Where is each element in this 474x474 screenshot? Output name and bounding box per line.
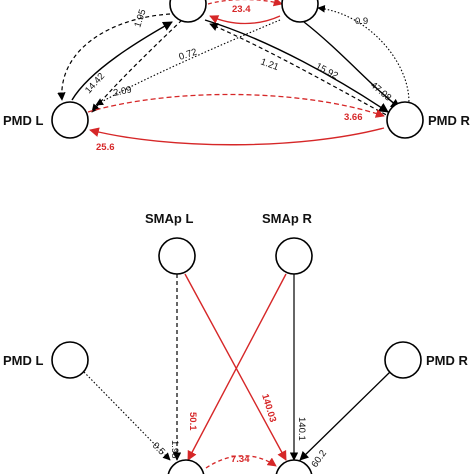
- edge-top-1-95: [57, 13, 171, 101]
- edge-label-1-98: 1.98: [169, 440, 180, 459]
- edge-label-7-34: 7.34: [231, 454, 250, 465]
- edge-top-47-08: [303, 21, 401, 109]
- edge-top-1-21: [209, 23, 393, 119]
- edge-label-1-21: 1.21: [259, 56, 280, 73]
- label-bottom-pmd-r: PMD R: [426, 353, 469, 368]
- edge-label-140-03: 140.03: [259, 393, 278, 424]
- edge-label-23-4: 23.4: [232, 4, 251, 15]
- top-network: PMD L PMD R 1.95 23.4 0.9 0.72 14.42 2.0…: [3, 0, 471, 153]
- edge-bottom-50-1: [187, 273, 287, 461]
- edge-bottom-0-5: [83, 371, 171, 461]
- edge-label-14-42: 14.42: [83, 71, 107, 96]
- node-smap-r: [275, 237, 313, 275]
- edge-top-3-66: [87, 93, 385, 118]
- node-top-left: [169, 0, 207, 23]
- edge-top-15-92: [204, 19, 389, 113]
- edge-label-0-9: 0.9: [355, 16, 368, 27]
- node-smap-l: [158, 237, 196, 275]
- bottom-network: SMAp L SMAp R PMD L PMD R 1.98 50.1 140.…: [3, 211, 469, 474]
- edge-label-140-1: 140.1: [296, 417, 307, 441]
- edge-top-0-72: [95, 19, 281, 106]
- edge-top-0-9: [317, 4, 410, 113]
- label-top-pmd-r: PMD R: [428, 113, 471, 128]
- label-top-pmd-l: PMD L: [3, 113, 44, 128]
- node-bottom-target-left: [167, 459, 205, 474]
- edge-bottom-140-03: [184, 273, 287, 461]
- edge-top-14-42: [71, 21, 173, 101]
- edge-label-0-72: 0.72: [178, 47, 199, 63]
- edge-top-23-4-b: [209, 15, 281, 25]
- edge-bottom-60-2: [299, 371, 391, 461]
- edge-label-25-6: 25.6: [96, 142, 115, 153]
- edge-bottom-7-34: [205, 455, 277, 469]
- node-top-pmd-r: [386, 101, 424, 139]
- node-bottom-target-right: [275, 459, 313, 474]
- label-smap-r: SMAp R: [262, 211, 312, 226]
- label-bottom-pmd-l: PMD L: [3, 353, 44, 368]
- edge-label-3-66: 3.66: [344, 112, 363, 123]
- node-top-right: [281, 0, 319, 23]
- label-smap-l: SMAp L: [145, 211, 193, 226]
- edge-top-25-6: [89, 127, 385, 146]
- edge-label-60-2: 60.2: [309, 448, 329, 469]
- node-top-pmd-l: [51, 101, 89, 139]
- edge-label-1-95: 1.95: [132, 8, 148, 29]
- edge-label-2-09: 2.09: [112, 84, 132, 99]
- edge-label-15-92: 15.92: [314, 61, 340, 82]
- node-bottom-pmd-l: [51, 341, 89, 379]
- node-bottom-pmd-r: [384, 341, 422, 379]
- edge-label-50-1: 50.1: [187, 412, 198, 431]
